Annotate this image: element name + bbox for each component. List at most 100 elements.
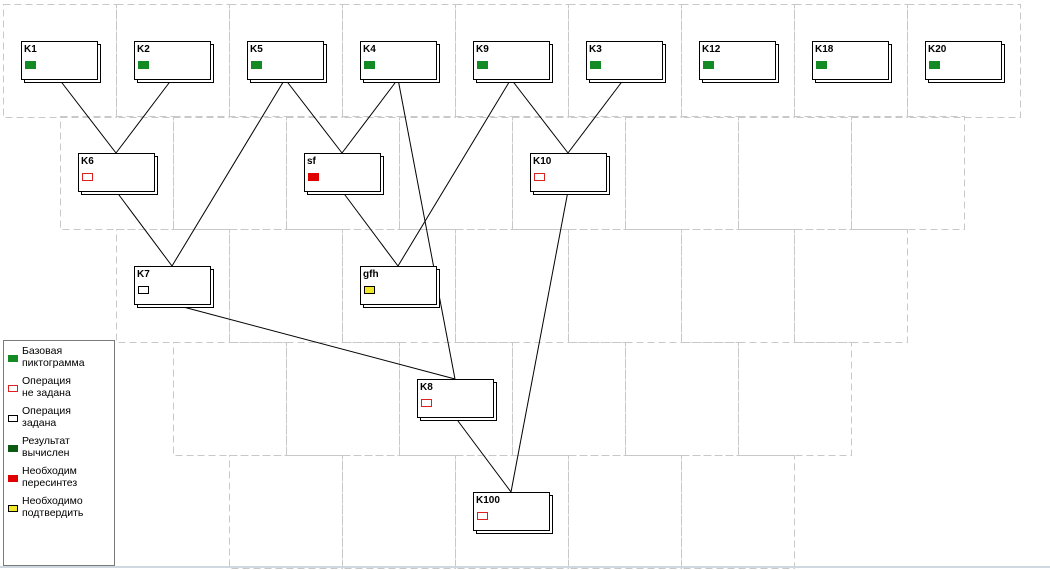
grid-cell — [173, 116, 287, 230]
node-label: K5 — [250, 44, 263, 55]
edge-k9-gfh — [397, 78, 512, 267]
status-icon — [477, 512, 488, 520]
grid-cell — [625, 116, 739, 230]
grid-cell — [116, 229, 230, 343]
edge-k8-k100 — [454, 416, 512, 493]
node-k12[interactable]: K12 — [699, 41, 779, 83]
edge-k2-k6 — [115, 78, 173, 154]
node-box — [699, 41, 776, 80]
node-box — [530, 153, 607, 192]
node-box — [304, 153, 381, 192]
node-k20[interactable]: K20 — [925, 41, 1005, 83]
node-label: K9 — [476, 44, 489, 55]
grid-cell — [455, 455, 569, 569]
node-k5[interactable]: K5 — [247, 41, 327, 83]
edge-k5-sf — [284, 78, 343, 154]
node-label: K6 — [81, 156, 94, 167]
status-icon — [138, 286, 149, 294]
grid-cell — [60, 116, 174, 230]
status-icon — [25, 61, 36, 69]
grid-cell — [229, 229, 343, 343]
status-icon — [251, 61, 262, 69]
grid-cell — [794, 4, 908, 118]
bottom-border — [0, 566, 1050, 568]
edge-k4-sf — [341, 78, 399, 154]
node-label: K2 — [137, 44, 150, 55]
node-box — [473, 492, 550, 531]
grid-cell — [568, 229, 682, 343]
status-icon — [364, 61, 375, 69]
grid-cell — [625, 342, 739, 456]
edge-k9-k10 — [510, 78, 569, 154]
node-box — [360, 41, 437, 80]
legend-swatch-confirm — [8, 505, 18, 512]
grid-cell — [681, 4, 795, 118]
node-k9[interactable]: K9 — [473, 41, 553, 83]
grid-cell — [851, 116, 965, 230]
node-box — [417, 379, 494, 418]
node-k8[interactable]: K8 — [417, 379, 497, 421]
status-icon — [590, 61, 601, 69]
node-box — [925, 41, 1002, 80]
node-box — [78, 153, 155, 192]
node-k10[interactable]: K10 — [530, 153, 610, 195]
node-label: K4 — [363, 44, 376, 55]
grid-cell — [229, 455, 343, 569]
status-icon — [816, 61, 827, 69]
grid-cell — [794, 229, 908, 343]
node-k100[interactable]: K100 — [473, 492, 553, 534]
grid-cell — [738, 116, 852, 230]
node-label: gfh — [363, 269, 379, 280]
node-k1[interactable]: K1 — [21, 41, 101, 83]
edge-k10-k100 — [510, 190, 569, 493]
grid-cell — [342, 229, 456, 343]
legend-swatch-computed — [8, 445, 18, 452]
node-sf[interactable]: sf — [304, 153, 384, 195]
grid-cell — [399, 342, 513, 456]
grid-cell — [512, 342, 626, 456]
grid-cell — [568, 455, 682, 569]
node-label: K7 — [137, 269, 150, 280]
grid-cell — [342, 4, 456, 118]
grid-layer — [3, 4, 1021, 569]
node-k3[interactable]: K3 — [586, 41, 666, 83]
status-icon — [477, 61, 488, 69]
edge-k4-k8 — [397, 78, 456, 380]
node-label: K18 — [815, 44, 834, 55]
node-k7[interactable]: K7 — [134, 266, 214, 308]
node-k6[interactable]: K6 — [78, 153, 158, 195]
legend-swatch-resynth — [8, 475, 18, 482]
edge-k7-k8 — [171, 303, 456, 380]
status-icon — [534, 173, 545, 181]
edge-k6-k7 — [115, 190, 173, 267]
status-icon — [82, 173, 93, 181]
node-k4[interactable]: K4 — [360, 41, 440, 83]
node-label: K10 — [533, 156, 552, 167]
node-k18[interactable]: K18 — [812, 41, 892, 83]
status-icon — [364, 286, 375, 294]
grid-cell — [681, 229, 795, 343]
edge-layer — [58, 78, 625, 493]
node-box — [134, 266, 211, 305]
node-box — [360, 266, 437, 305]
node-gfh[interactable]: gfh — [360, 266, 440, 308]
grid-cell — [229, 4, 343, 118]
grid-cell — [681, 455, 795, 569]
grid-cell — [286, 116, 400, 230]
grid-cell — [342, 455, 456, 569]
grid-cell — [738, 342, 852, 456]
node-label: K8 — [420, 382, 433, 393]
node-label: K1 — [24, 44, 37, 55]
grid-cell — [3, 4, 117, 118]
grid-cell — [173, 342, 287, 456]
grid-cell — [455, 229, 569, 343]
legend-swatch-not-set — [8, 385, 18, 392]
status-icon — [703, 61, 714, 69]
node-k2[interactable]: K2 — [134, 41, 214, 83]
